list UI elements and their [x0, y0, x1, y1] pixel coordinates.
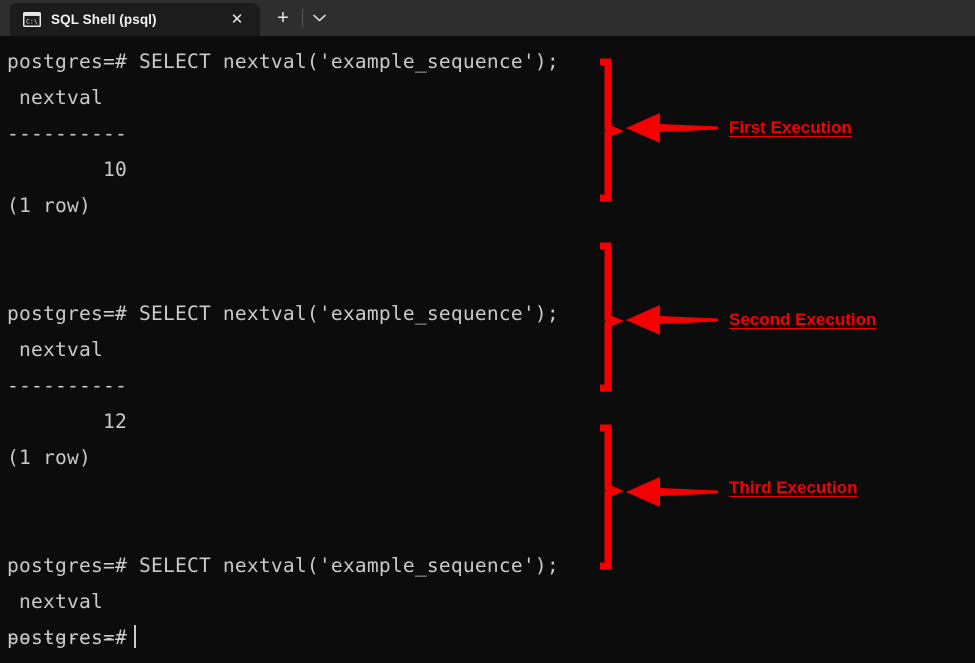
terminal-output-pane[interactable]: postgres=# SELECT nextval('example_seque… [0, 36, 975, 658]
chevron-down-icon[interactable] [305, 3, 333, 33]
toolbar-divider [302, 9, 303, 27]
console-window-icon: C:\ [23, 12, 41, 27]
svg-text:C:\: C:\ [26, 18, 38, 26]
tab-sql-shell[interactable]: C:\ SQL Shell (psql) ✕ [10, 3, 260, 36]
tab-title: SQL Shell (psql) [51, 12, 157, 27]
terminal-screen-text: postgres=# SELECT nextval('example_seque… [7, 50, 559, 649]
new-tab-button[interactable]: + [277, 7, 289, 29]
tab-strip: C:\ SQL Shell (psql) ✕ + [0, 0, 333, 36]
terminal-prompt-line: postgres=# [7, 620, 136, 656]
close-icon[interactable]: ✕ [230, 11, 244, 28]
prompt-text: postgres=# [7, 626, 127, 649]
title-bar: C:\ SQL Shell (psql) ✕ + [0, 0, 975, 36]
text-cursor [133, 625, 136, 648]
